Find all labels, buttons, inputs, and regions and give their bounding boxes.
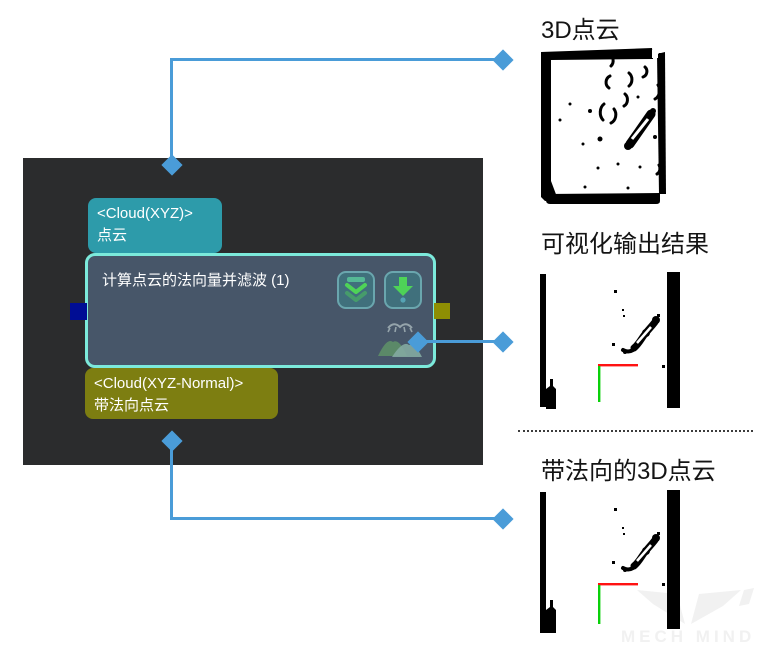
figure-heading-cloud-with-normals: 带法向的3D点云 — [541, 458, 716, 485]
output-flow-label[interactable]: <Cloud(XYZ-Normal)> 带法向点云 — [85, 368, 278, 419]
closed-eye-icon[interactable] — [385, 318, 415, 334]
input-port[interactable] — [70, 303, 87, 320]
input-flow-label[interactable]: <Cloud(XYZ)> 点云 — [88, 198, 222, 253]
graph-editor-panel: <Cloud(XYZ)> 点云 计算点云的法向量并滤波 (1) — [23, 158, 483, 465]
mech-mind-watermark-text: MECH MIND — [621, 627, 756, 646]
run-step-button[interactable] — [384, 271, 422, 309]
diamond-marker — [492, 331, 514, 353]
connector-top-vertical — [170, 59, 173, 165]
connector-top-horizontal — [170, 58, 503, 61]
double-chevron-down-icon — [343, 275, 369, 306]
pointcloud-image-with-normals — [540, 490, 680, 638]
step-node[interactable]: 计算点云的法向量并滤波 (1) — [85, 253, 436, 368]
output-flow-name: 带法向点云 — [94, 396, 170, 414]
pointcloud-image-visual-output — [540, 272, 680, 417]
dotted-divider — [518, 430, 753, 432]
output-flow-type: <Cloud(XYZ-Normal)> — [94, 375, 244, 392]
pointcloud-image-3d — [540, 47, 666, 210]
down-arrow-icon — [390, 275, 416, 306]
input-flow-name: 点云 — [97, 226, 128, 244]
input-flow-type: <Cloud(XYZ)> — [97, 205, 193, 222]
step-node-title: 计算点云的法向量并滤波 (1) — [102, 272, 290, 289]
diamond-marker — [492, 508, 514, 530]
output-port[interactable] — [434, 303, 450, 319]
connector-bottom-vertical — [170, 441, 173, 519]
connector-middle-horizontal — [419, 340, 503, 343]
connector-bottom-horizontal — [170, 517, 503, 520]
diamond-marker — [492, 49, 514, 71]
figure-heading-visual-output: 可视化输出结果 — [541, 231, 709, 258]
expand-parameters-button[interactable] — [337, 271, 375, 309]
figure-heading-3d-cloud: 3D点云 — [541, 17, 620, 44]
